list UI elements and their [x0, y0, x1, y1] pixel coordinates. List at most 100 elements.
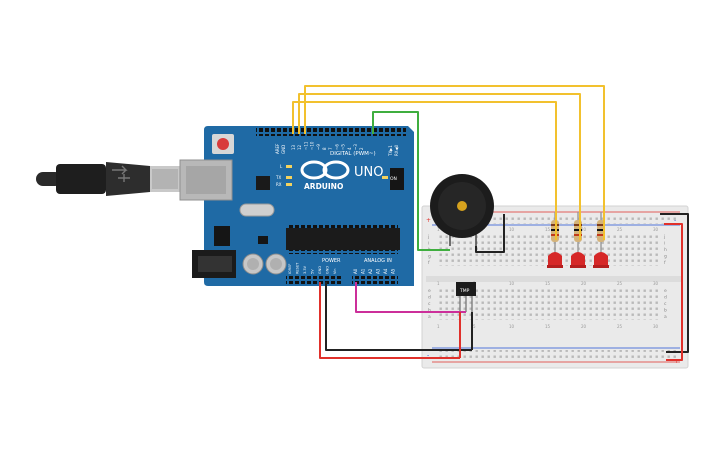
power-pin-label-6: Vin	[333, 268, 337, 274]
column-number-0-1: 1	[437, 281, 440, 286]
analog-header	[352, 276, 398, 284]
power-label: POWER	[322, 258, 341, 264]
power-pin-label-1: RESET	[296, 262, 300, 274]
column-number-5-2: 25	[617, 324, 623, 329]
row-letter-top-3-0: g	[428, 255, 431, 260]
column-number-6-1: 30	[653, 281, 659, 286]
bottom-rail-holes[interactable]	[436, 350, 676, 360]
wire-black-buzzer	[475, 214, 505, 253]
led-icon[interactable]	[547, 252, 609, 268]
wire-black-rail-jumper	[660, 213, 689, 353]
wire-red-rail-jumper	[664, 223, 683, 361]
bottom-rail-minus: -	[427, 352, 429, 359]
aref-label: AREF	[275, 143, 280, 154]
column-number-2-1: 10	[509, 281, 515, 286]
analog-label: ANALOG IN	[364, 258, 392, 264]
wire-red-5v	[319, 282, 460, 359]
row-letter-bottom-4-0: a	[428, 315, 431, 320]
column-number-2-0: 10	[509, 227, 515, 232]
digital-pin-label-9: 4	[347, 147, 352, 150]
wire-magenta	[355, 282, 466, 313]
row-letter-top-4-1: f	[664, 260, 666, 266]
rx-label: RX	[276, 182, 282, 187]
row-letter-top-3-1: g	[664, 255, 667, 260]
column-number-6-2: 30	[653, 324, 659, 329]
digital-pin-label-8: ~5	[341, 144, 346, 150]
digital-pin-label-3: ~10	[310, 141, 315, 150]
digital-pin-label-7: ~6	[334, 144, 339, 150]
row-letter-top-1-0: i	[428, 241, 429, 247]
row-letter-bottom-0-1: e	[664, 289, 667, 294]
digital-header	[256, 128, 406, 136]
usb-cable-icon[interactable]	[36, 162, 180, 196]
temperature-sensor-icon[interactable]: TMP	[456, 282, 476, 312]
row-letter-top-4-0: f	[428, 260, 430, 266]
digital-pin-label-0: 13	[291, 144, 296, 150]
arduino-logo-icon	[300, 160, 350, 180]
power-pin-label-5: GND	[326, 266, 330, 274]
row-letter-bottom-4-1: a	[664, 315, 667, 320]
row-letter-bottom-1-1: d	[664, 295, 667, 301]
wire-yellow-1	[292, 101, 557, 240]
tx1-label: TX▶1	[388, 145, 393, 157]
tx-led-icon	[286, 176, 292, 179]
row-letter-bottom-1-0: d	[428, 295, 431, 301]
board-brand: ARDUINO	[304, 182, 343, 191]
wire-yellow-3	[304, 85, 605, 240]
sensor-label: TMP	[459, 288, 470, 294]
buzzer-icon[interactable]	[430, 174, 494, 246]
row-letter-bottom-3-1: b	[664, 308, 667, 314]
rx-led-icon	[286, 183, 292, 186]
digital-pin-label-1: 12	[297, 144, 302, 150]
row-letter-top-0-0: j	[427, 234, 429, 240]
analog-pin-label-5: A5	[391, 268, 396, 274]
digital-label: DIGITAL (PWM~)	[330, 151, 376, 157]
row-letter-bottom-2-1: c	[664, 302, 667, 307]
wire-green	[372, 111, 450, 251]
wires[interactable]	[292, 85, 689, 361]
l-label: L	[280, 164, 283, 169]
column-number-3-1: 15	[545, 281, 551, 286]
digital-pin-label-11: 2	[359, 147, 364, 150]
top-rail-minus: -	[674, 217, 676, 224]
column-number-0-2: 1	[437, 324, 440, 329]
power-header	[286, 276, 342, 284]
digital-pin-label-6: 7	[328, 147, 333, 150]
analog-pin-label-3: A3	[376, 268, 381, 274]
row-letter-bottom-2-0: c	[428, 302, 431, 307]
tx-label: TX	[275, 175, 281, 180]
row-letter-bottom-0-0: e	[428, 289, 431, 294]
column-number-5-1: 25	[617, 281, 623, 286]
row-letter-top-2-1: h	[664, 247, 667, 253]
rx0-label: RX◀0	[394, 144, 399, 156]
l-led-icon	[286, 165, 292, 168]
digital-pin-label-10: ~3	[353, 144, 358, 150]
atmega-chip	[286, 228, 400, 250]
column-number-3-2: 15	[545, 324, 551, 329]
column-number-6-0: 30	[653, 227, 659, 232]
digital-pin-label-5: 8	[322, 147, 327, 150]
column-number-4-0: 20	[581, 227, 587, 232]
digital-pin-label-2: ~11	[303, 141, 308, 150]
column-number-0-0: 1	[437, 227, 440, 232]
reset-button-icon[interactable]	[212, 134, 234, 154]
wire-yellow-2	[298, 93, 581, 240]
wire-black-gnd	[325, 282, 472, 351]
board-model: UNO	[354, 165, 383, 180]
analog-pin-label-2: A2	[368, 268, 373, 274]
power-pin-label-4: GND	[318, 266, 322, 274]
column-number-3-0: 15	[545, 227, 551, 232]
gnd-label: GND	[281, 145, 286, 154]
power-pin-label-0: IOREF	[288, 264, 292, 274]
upper-terminal-holes[interactable]	[436, 234, 658, 266]
bottom-rail-plus: +	[674, 358, 679, 365]
column-number-4-1: 20	[581, 281, 587, 286]
column-number-2-2: 10	[509, 324, 515, 329]
analog-pin-label-1: A1	[361, 268, 366, 274]
top-rail-plus: +	[426, 217, 431, 224]
analog-pin-label-0: A0	[353, 268, 358, 274]
